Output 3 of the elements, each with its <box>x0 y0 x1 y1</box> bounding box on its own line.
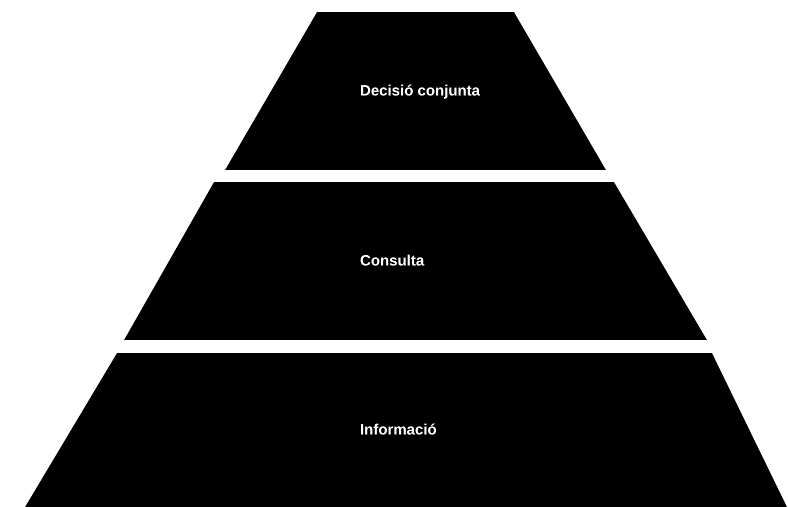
tier-label: Consulta <box>360 252 424 270</box>
tier-label: Informació <box>360 422 437 438</box>
tier-label: Decisió conjunta <box>360 82 480 100</box>
